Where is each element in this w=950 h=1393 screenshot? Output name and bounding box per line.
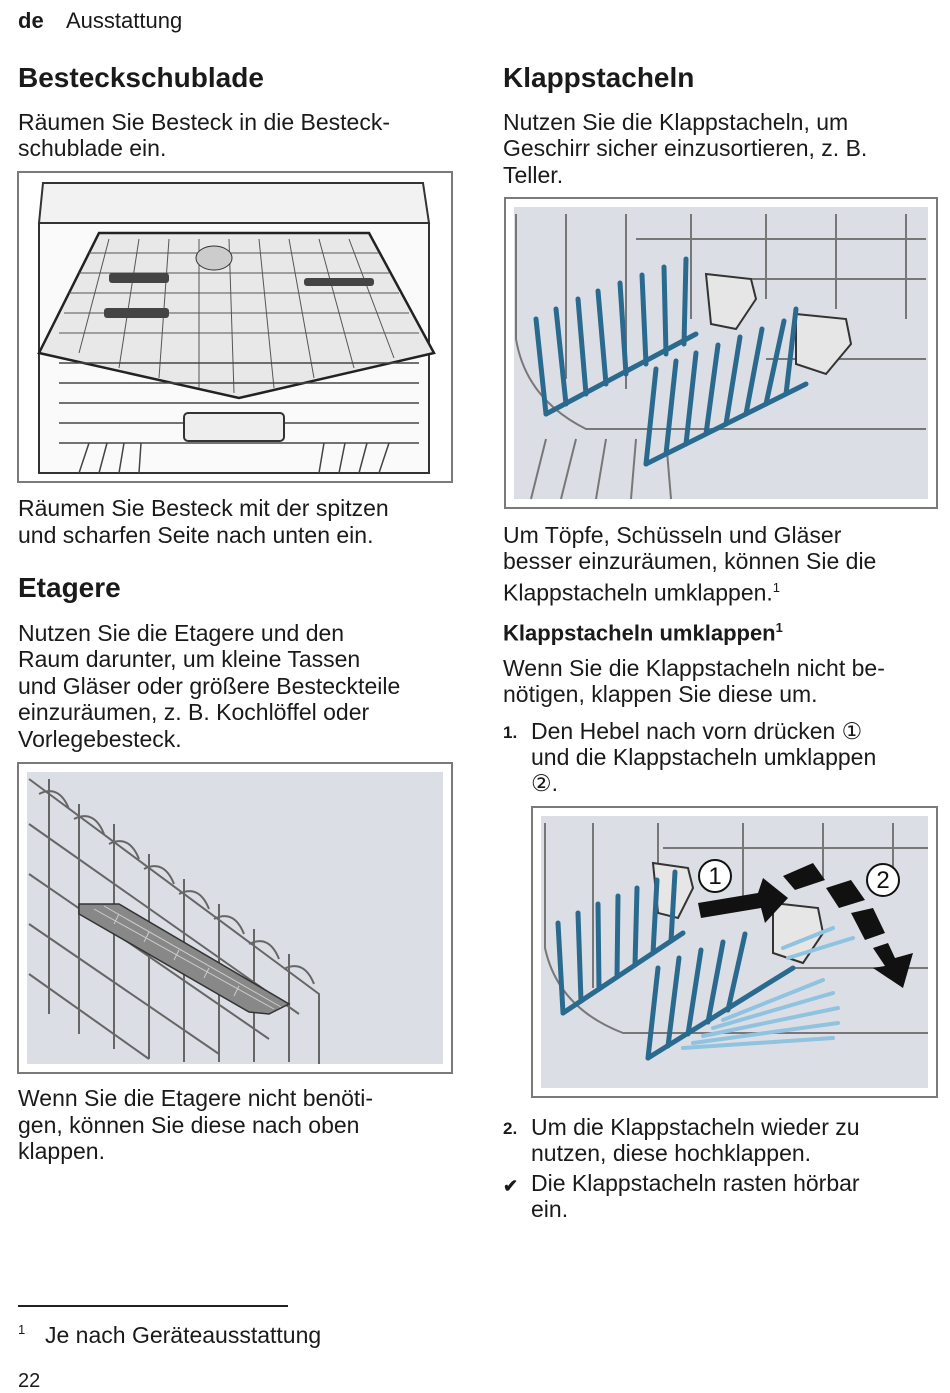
text-topfe-line1: Um Töpfe, Schüsseln und Gläser (503, 522, 842, 548)
text-etagere-line4: einzuräumen, z. B. Kochlöffel oder (18, 699, 370, 725)
heading-klappstacheln-umklappen: Klappstacheln umklappen1 (503, 620, 783, 646)
footnote-text: Je nach Geräteausstattung (45, 1322, 322, 1348)
text-klapp-line3: Teller. (503, 162, 564, 188)
text-besteck-line1: Räumen Sie Besteck in die Besteck- (18, 109, 391, 135)
heading-besteckschublade: Besteckschublade (18, 62, 264, 93)
checkmark-icon: ✔ (503, 1176, 519, 1196)
step-1-line1: Den Hebel nach vorn drücken ① (531, 718, 863, 744)
text-after-fig1-line1: Räumen Sie Besteck mit der spitzen (18, 495, 389, 521)
heading-klappstacheln: Klappstacheln (503, 62, 695, 93)
text-topfe-line2: besser einzuräumen, können Sie die (503, 548, 877, 574)
figure-etagere (17, 762, 453, 1074)
step-2-number: 2. (503, 1119, 518, 1138)
step-2-line2: nutzen, diese hochklappen. (531, 1140, 812, 1166)
text-etagere-line3: und Gläser oder größere Besteckteile (18, 673, 401, 699)
etagere-illustration (19, 764, 451, 1072)
result-line2: ein. (531, 1196, 569, 1222)
text-etagere-line2: Raum darunter, um kleine Tassen (18, 646, 361, 672)
fold-down-spikes-illustration: 1 2 (533, 808, 936, 1096)
text-topfe-line3: Klappstacheln umklappen.1 (503, 575, 780, 606)
folding-spikes-illustration (506, 199, 936, 507)
section-title: Ausstattung (66, 8, 183, 33)
text-topfe-line3-text: Klappstacheln umklappen. (503, 579, 773, 606)
callout-label-1: 1 (708, 863, 721, 890)
footnote-divider (18, 1305, 288, 1307)
text-after-fig2-line3: klappen. (18, 1138, 105, 1164)
text-etagere-line1: Nutzen Sie die Etagere und den (18, 620, 345, 646)
figure-cutlery-drawer (17, 171, 453, 483)
text-after-fig2-line2: gen, können Sie diese nach oben (18, 1112, 360, 1138)
step-2: 2. Um die Klappstacheln wieder zu nutzen… (503, 1114, 943, 1168)
page-number: 22 (18, 1370, 41, 1392)
step-1: 1. Den Hebel nach vorn drücken ① und die… (503, 718, 943, 798)
figure-folding-spikes (504, 197, 938, 509)
result: ✔ Die Klappstacheln rasten hörbar ein. (503, 1170, 943, 1224)
footnote-ref-1: 1 (772, 580, 781, 595)
callout-label-2: 2 (876, 867, 889, 894)
text-after-fig1-line2: und scharfen Seite nach unten ein. (18, 522, 374, 548)
step-1-line2: und die Klappstacheln umklappen (531, 744, 877, 770)
figure-fold-down-spikes: 1 2 (531, 806, 938, 1098)
text-after-fig2-line1: Wenn Sie die Etagere nicht benöti- (18, 1085, 374, 1111)
heading-etagere: Etagere (18, 572, 121, 603)
text-klapp-line2: Geschirr sicher einzusortieren, z. B. (503, 135, 868, 161)
step-1-number: 1. (503, 723, 518, 742)
text-etagere-line5: Vorlegebesteck. (18, 726, 182, 752)
text-klapp-line1: Nutzen Sie die Klappstacheln, um (503, 109, 849, 135)
step-1-line3: ②. (531, 770, 559, 796)
step-2-line1: Um die Klappstacheln wieder zu (531, 1114, 860, 1140)
text-wenn-line1: Wenn Sie die Klappstacheln nicht be- (503, 655, 885, 681)
language-code: de (18, 8, 44, 33)
text-besteck-line2: schublade ein. (18, 135, 167, 161)
heading-umklappen-text: Klappstacheln umklappen (503, 620, 776, 646)
result-line1: Die Klappstacheln rasten hörbar (531, 1170, 860, 1196)
footnote-mark: 1 (18, 1322, 26, 1337)
cutlery-drawer-illustration (19, 173, 451, 481)
footnote-ref-2: 1 (775, 620, 783, 635)
text-wenn-line2: nötigen, klappen Sie diese um. (503, 681, 818, 707)
